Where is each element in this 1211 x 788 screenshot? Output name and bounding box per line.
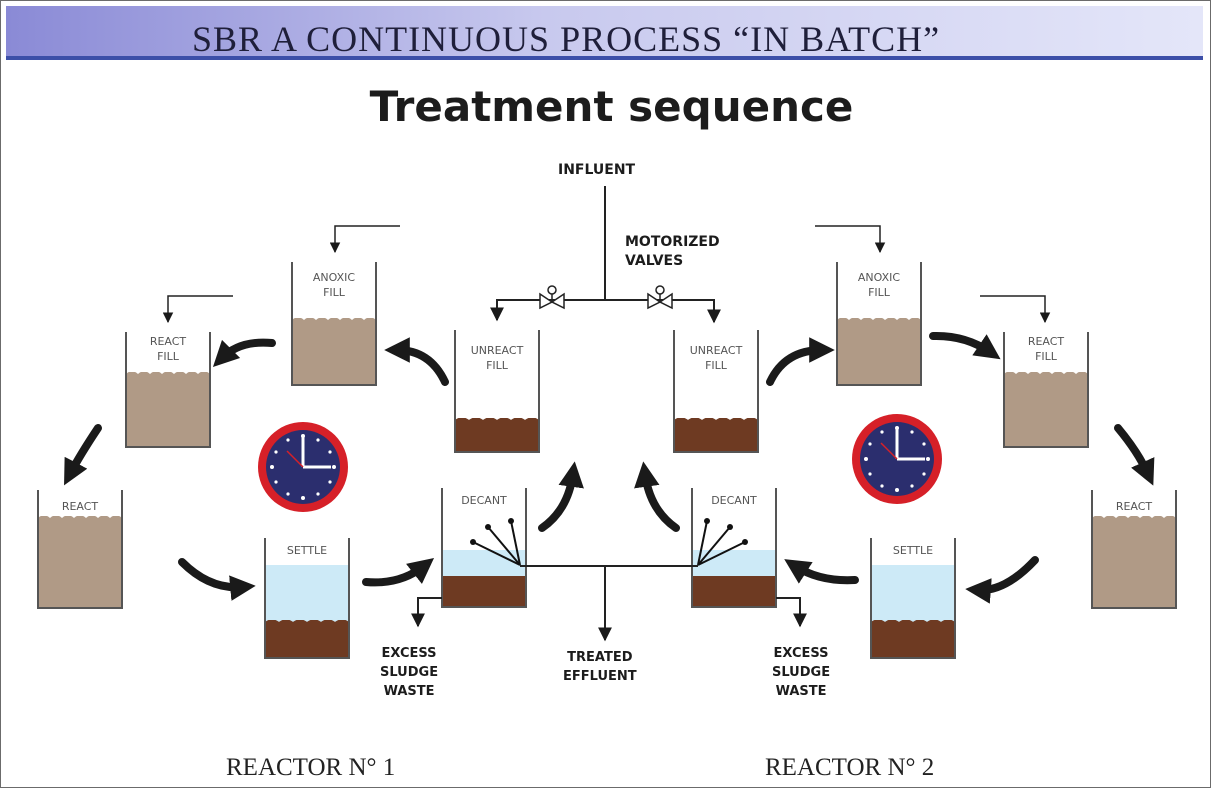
tank-label: REACT FILL [149, 335, 187, 363]
tank-label: DECANT [461, 494, 507, 507]
title-banner: SBR A CONTINUOUS PROCESS “IN BATCH” [6, 6, 1203, 60]
excess-sludge-label-left: EXCESS SLUDGE WASTE [380, 646, 439, 699]
tank-r1-anoxic-fill [291, 262, 377, 386]
clock-icon [852, 414, 942, 504]
tank-label: DECANT [711, 494, 757, 507]
tank-r1-react-fill [125, 332, 211, 448]
curved-arrow-icon [538, 461, 584, 532]
tank-label: ANOXIC FILL [857, 271, 901, 299]
tank-r2-decant [691, 488, 777, 608]
curved-arrow-icon [384, 337, 449, 386]
curved-arrow-icon [929, 331, 1001, 360]
tank-r2-settle [870, 538, 956, 659]
tank-r1-unreact-fill [454, 330, 540, 453]
influent-label: INFLUENT [558, 162, 636, 178]
curved-arrow-icon [634, 461, 680, 532]
page-title: Treatment sequence [0, 82, 1211, 131]
valve-icon [647, 285, 673, 310]
decanter-arm-icon [472, 520, 521, 566]
influent-piping [490, 186, 721, 324]
tank-r2-react-fill [1003, 332, 1089, 448]
curved-arrow-icon [64, 424, 102, 486]
curved-arrow-icon [362, 558, 435, 587]
tank-r1-react [37, 490, 123, 609]
curved-arrow-icon [178, 558, 256, 601]
motorized-valves-label: MOTORIZED VALVES [625, 234, 720, 269]
tank-label: ANOXIC FILL [312, 271, 356, 299]
curved-arrow-icon [766, 337, 835, 386]
decanter-arm-icon [697, 520, 746, 566]
sequence-arrows [64, 331, 1155, 604]
treated-effluent-label: TREATED EFFLUENT [563, 650, 637, 684]
curved-arrow-icon [784, 559, 859, 585]
reactor-1-label: REACTOR N° 1 [226, 754, 396, 781]
banner-title: SBR A CONTINUOUS PROCESS “IN BATCH” [192, 19, 941, 59]
feed-arrows [162, 225, 1051, 324]
effluent-piping [411, 565, 807, 642]
tank-label: REACT [61, 500, 99, 513]
tank-label: UNREACT FILL [689, 344, 743, 372]
tank-r1-settle [264, 538, 350, 659]
tank-r2-anoxic-fill [836, 262, 922, 386]
clock-icon [258, 422, 348, 512]
curved-arrow-icon [965, 556, 1039, 604]
tank-label: SETTLE [286, 544, 328, 557]
tank-label: UNREACT FILL [470, 344, 524, 372]
reactor-2-label: REACTOR N° 2 [765, 754, 935, 781]
valve-icon [539, 285, 565, 310]
tank-r2-react [1091, 490, 1177, 609]
tank-label: REACT FILL [1027, 335, 1065, 363]
page-title-text: Treatment sequence [369, 82, 854, 131]
excess-sludge-label-right: EXCESS SLUDGE WASTE [772, 646, 831, 699]
tank-label: SETTLE [892, 544, 934, 557]
curved-arrow-icon [1114, 424, 1155, 486]
tank-label: REACT [1115, 500, 1153, 513]
curved-arrow-icon [212, 338, 276, 368]
tank-r1-decant [441, 488, 527, 608]
tank-r2-unreact-fill [673, 330, 759, 453]
